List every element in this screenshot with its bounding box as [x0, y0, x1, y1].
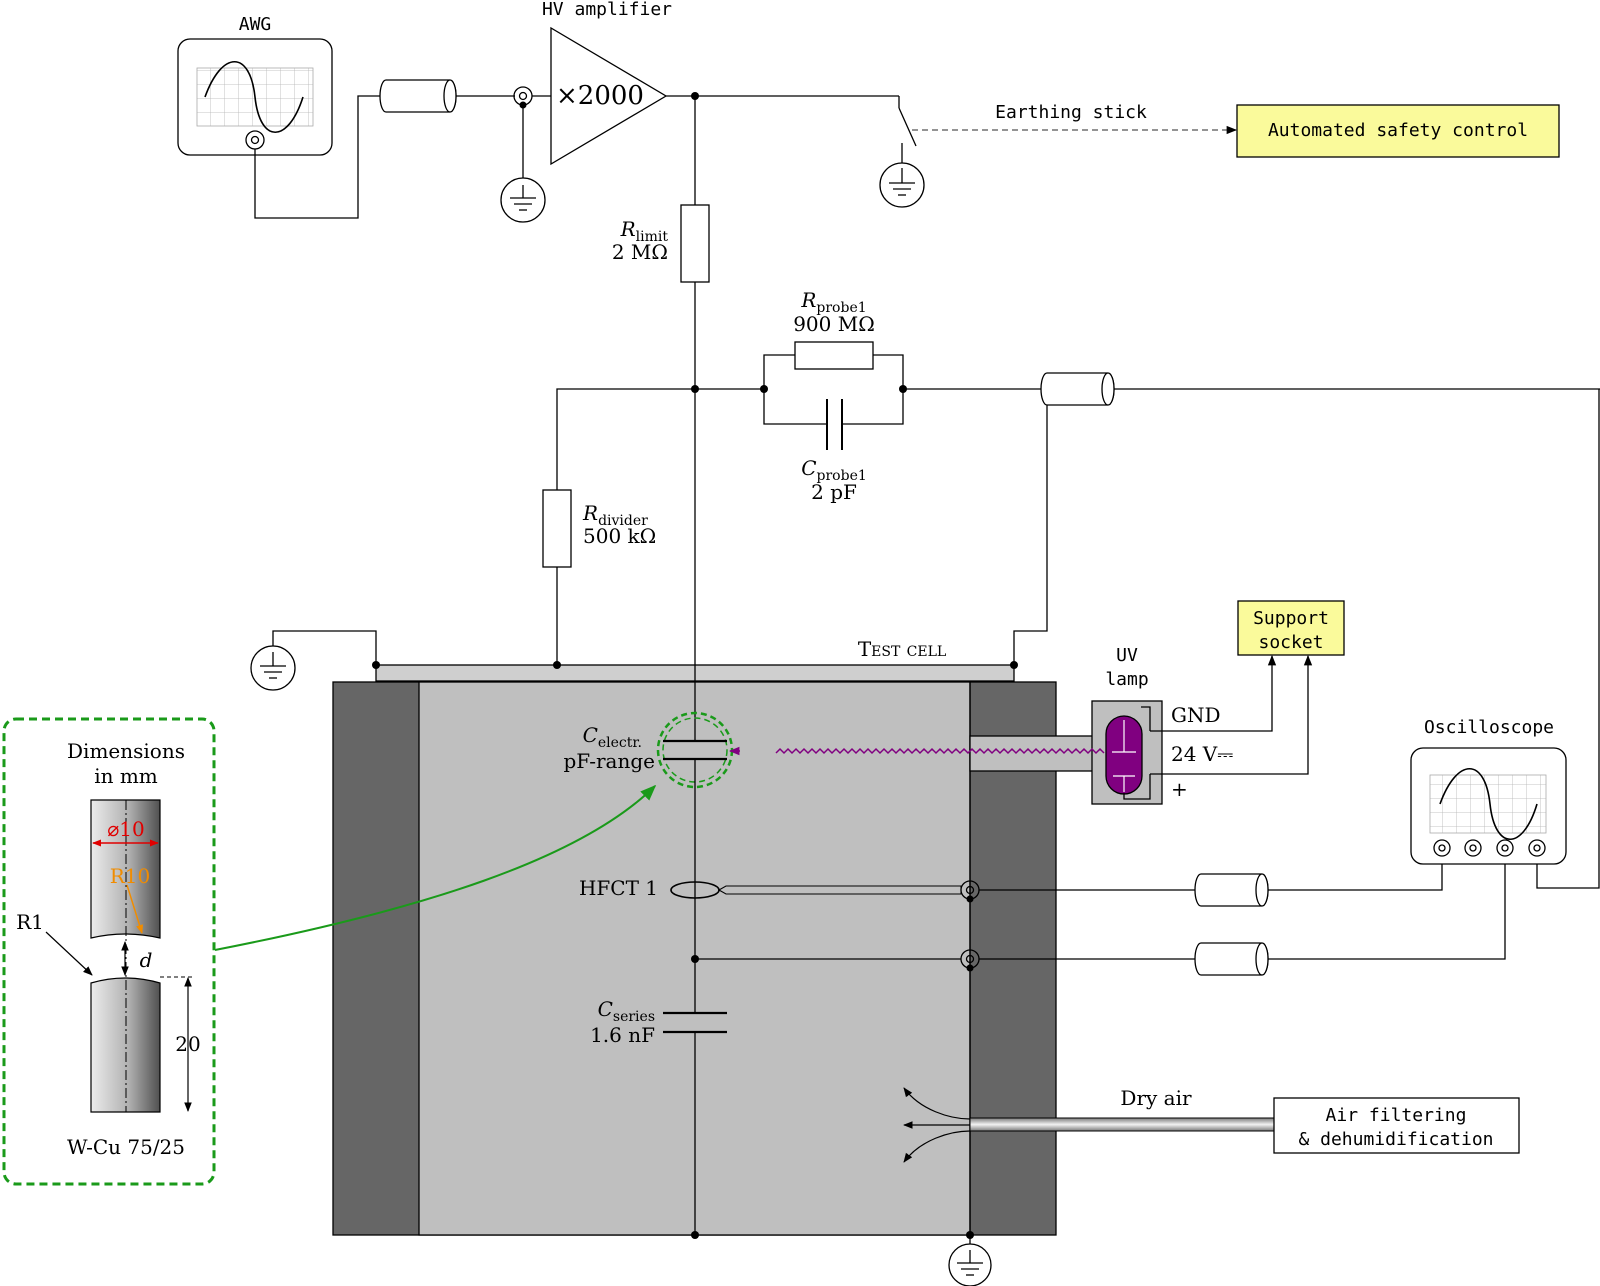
uv-lamp: UV lamp — [969, 645, 1163, 805]
r-limit-label: Rlimit 2 MΩ — [612, 217, 669, 264]
safety-control-label: Automated safety control — [1268, 120, 1528, 141]
coax-awg-amp — [379, 79, 457, 113]
ground-icon — [879, 162, 925, 208]
hfct-label: HFCT 1 — [579, 876, 658, 900]
support-socket-label-line2: socket — [1258, 632, 1323, 653]
svg-text:900 MΩ: 900 MΩ — [793, 312, 875, 336]
awg-label: AWG — [239, 14, 272, 35]
uv-terminal-plus: + — [1171, 777, 1188, 801]
uv-radiation-wave — [775, 747, 1105, 755]
uv-lamp-label-line1: UV — [1116, 645, 1138, 666]
electrode-dimensions-inset: Dimensions in mm ⌀10 R10 R1 d 20 W-Cu 75… — [2, 717, 216, 1186]
awg-sine-icon — [204, 60, 304, 134]
c-electr-label: Celectr. pF-range — [563, 723, 655, 773]
oscilloscope-label: Oscilloscope — [1424, 717, 1554, 738]
height-label: 20 — [175, 1032, 200, 1056]
ground-icon — [948, 1243, 992, 1286]
air-filter-label-line1: Air filtering — [1326, 1105, 1467, 1126]
svg-text:Rprobe1: Rprobe1 — [800, 288, 866, 316]
dry-air-pipe — [969, 1117, 1275, 1132]
ground-icon — [500, 177, 546, 223]
svg-text:Cseries: Cseries — [598, 997, 655, 1025]
test-cell-label: Test cell — [858, 637, 946, 661]
uv-terminal-gnd: GND — [1171, 703, 1221, 727]
c-probe1-label: Cprobe1 2 pF — [801, 456, 867, 504]
inset-callout-arrow — [214, 784, 657, 951]
r-divider-resistor — [542, 489, 572, 568]
oscilloscope: Oscilloscope — [1410, 717, 1567, 865]
gap-label: d — [140, 948, 153, 972]
inset-frame — [2, 717, 216, 1186]
r1-leader — [45, 931, 93, 976]
support-socket-label-line1: Support — [1253, 608, 1329, 629]
air-filter-box: Air filtering & dehumidification — [1273, 1097, 1520, 1154]
hv-amplifier: ×2000 HV amplifier — [542, 0, 672, 166]
c-series-label: Cseries 1.6 nF — [590, 997, 655, 1047]
r-divider-label: Rdivider 500 kΩ — [582, 501, 656, 548]
air-filter-label-line2: & dehumidification — [1298, 1129, 1493, 1150]
svg-text:2 MΩ: 2 MΩ — [612, 240, 668, 264]
coax-hfct — [1194, 873, 1269, 907]
uv-lamp-label-line2: lamp — [1105, 669, 1148, 690]
earthing-stick-label: Earthing stick — [995, 102, 1147, 123]
amplifier-gain: ×2000 — [556, 81, 644, 111]
safety-control-box: Automated safety control — [1236, 104, 1560, 158]
awg-output-wire — [254, 95, 381, 219]
material-label: W-Cu 75/25 — [67, 1135, 185, 1159]
diameter-label: ⌀10 — [107, 817, 145, 841]
svg-text:2 pF: 2 pF — [811, 480, 857, 504]
inset-title-line1: Dimensions — [67, 739, 185, 763]
r-probe1-resistor — [794, 341, 874, 370]
svg-text:1.6 nF: 1.6 nF — [590, 1023, 655, 1047]
ground-icon — [250, 645, 296, 691]
uv-lamp-port — [969, 735, 1097, 772]
radius-dimension — [126, 884, 144, 934]
svg-text:pF-range: pF-range — [563, 749, 655, 773]
amplifier-triangle — [550, 26, 668, 166]
r-limit-resistor — [680, 204, 710, 283]
oscilloscope-sine-icon — [1439, 767, 1538, 841]
svg-text:Celectr.: Celectr. — [583, 723, 642, 751]
oscilloscope-channel-icons — [1433, 839, 1546, 857]
dry-air-label: Dry air — [1120, 1086, 1192, 1110]
awg: AWG — [177, 14, 333, 156]
r-probe1-label: Rprobe1 900 MΩ — [793, 288, 875, 336]
support-socket-box: Support socket — [1237, 600, 1345, 656]
coax-measurement — [1194, 942, 1269, 976]
inset-title-line2: in mm — [94, 764, 158, 788]
amplifier-label: HV amplifier — [542, 0, 672, 20]
lower-electrode — [90, 977, 161, 1113]
svg-text:Rdivider: Rdivider — [582, 501, 648, 529]
svg-text:Rlimit: Rlimit — [620, 217, 669, 245]
r1-label: R1 — [16, 910, 44, 934]
svg-text:500 kΩ: 500 kΩ — [583, 524, 656, 548]
svg-text:Cprobe1: Cprobe1 — [801, 456, 867, 484]
earthing-switch — [898, 107, 917, 147]
radius-label: R10 — [110, 864, 151, 888]
coax-probe — [1040, 372, 1115, 406]
uv-terminal-supply: 24 V⎓ — [1171, 742, 1233, 766]
